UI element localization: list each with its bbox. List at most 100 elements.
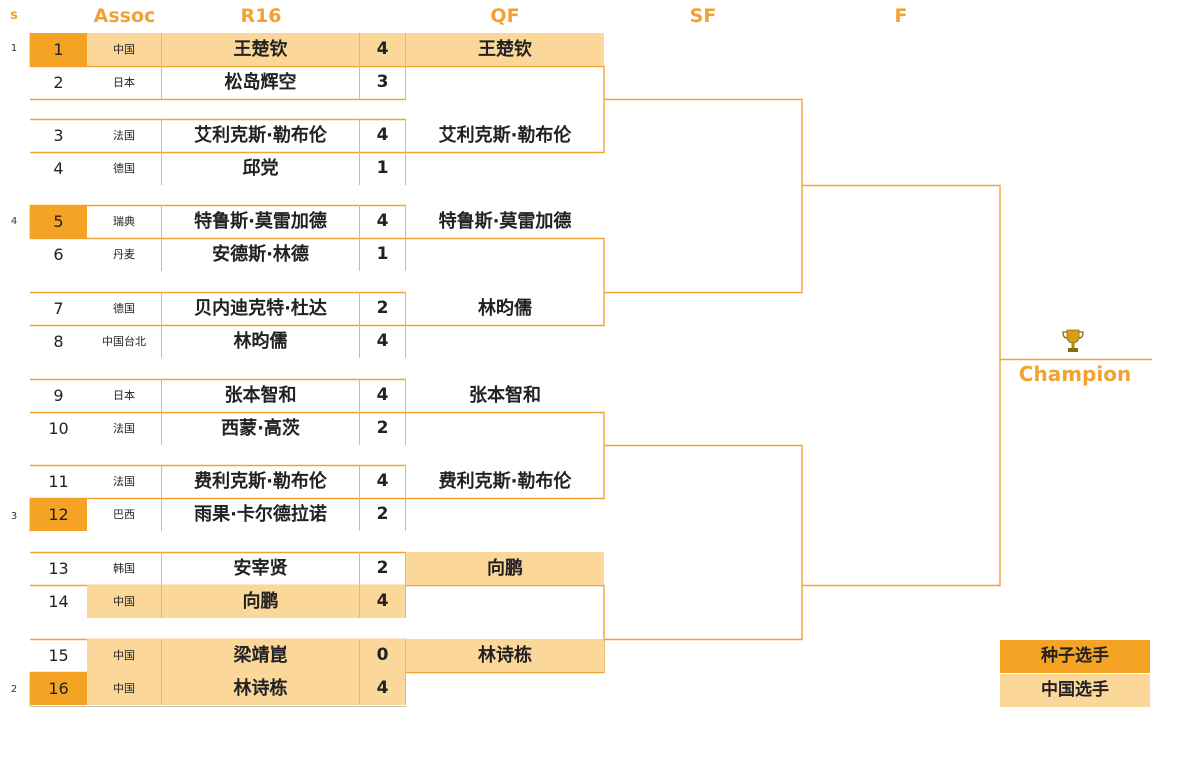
player-assoc: 德国 [87,152,162,185]
seed-mark: 1 [10,43,18,54]
player-assoc: 中国 [87,585,162,618]
player-score: 2 [360,498,406,531]
player-name: 张本智和 [162,379,360,412]
player-score: 1 [360,152,406,185]
seed-number: 13 [48,559,69,578]
seed-number: 1 [30,33,87,66]
seed-number: 16 [30,672,87,705]
player-assoc: 日本 [87,66,162,99]
player-name: 西蒙·高茨 [162,412,360,445]
player-name: 林昀儒 [162,325,360,358]
player-score: 2 [360,552,406,585]
player-score: 3 [360,66,406,99]
player-score: 4 [360,33,406,66]
seed-mark: 4 [10,216,18,227]
player-score: 4 [360,119,406,152]
player-score: 1 [360,238,406,271]
header-qf: QF [490,5,520,27]
qf-winner: 向鹏 [406,552,604,585]
player-assoc: 德国 [87,292,162,325]
player-score: 2 [360,292,406,325]
qf-winner: 林昀儒 [478,298,532,319]
player-score: 4 [360,585,406,618]
header-r16: R16 [240,5,282,27]
champion-label: Champion [1018,362,1132,386]
header-s: s [10,8,18,23]
player-name: 费利克斯·勒布伦 [162,465,360,498]
player-name: 邱党 [162,152,360,185]
seed-number: 2 [53,73,64,92]
player-score: 0 [360,639,406,672]
player-assoc: 日本 [87,379,162,412]
player-name: 梁靖崑 [162,639,360,672]
seed-number: 8 [53,332,64,351]
player-assoc: 韩国 [87,552,162,585]
player-name: 王楚钦 [162,33,360,66]
legend-china: 中国选手 [1000,674,1150,707]
player-score: 2 [360,412,406,445]
player-score: 4 [360,465,406,498]
seed-number: 3 [53,126,64,145]
seed-number: 10 [48,419,69,438]
player-assoc: 法国 [87,412,162,445]
seed-number: 7 [53,299,64,318]
player-assoc: 中国 [87,672,162,705]
player-name: 贝内迪克特·杜达 [162,292,360,325]
player-name: 特鲁斯·莫雷加德 [162,205,360,238]
player-score: 4 [360,325,406,358]
trophy-icon [1062,329,1084,352]
player-score: 4 [360,672,406,705]
player-name: 安德斯·林德 [162,238,360,271]
player-name: 向鹏 [162,585,360,618]
player-assoc: 法国 [87,119,162,152]
seed-number: 15 [48,646,69,665]
player-name: 艾利克斯·勒布伦 [162,119,360,152]
player-assoc: 巴西 [87,498,162,531]
seed-number: 11 [48,472,69,491]
seed-number: 5 [30,205,87,238]
qf-winner: 林诗栋 [406,639,604,672]
qf-winner: 费利克斯·勒布伦 [438,471,572,492]
seed-number: 4 [53,159,64,178]
header-sf: SF [689,5,717,27]
qf-winner: 张本智和 [469,385,541,406]
player-assoc: 瑞典 [87,205,162,238]
player-name: 安宰贤 [162,552,360,585]
player-assoc: 中国台北 [87,325,162,358]
player-assoc: 中国 [87,33,162,66]
qf-winner: 艾利克斯·勒布伦 [438,125,572,146]
player-name: 松岛辉空 [162,66,360,99]
seed-number: 12 [30,498,87,531]
seed-number: 9 [53,386,64,405]
seed-number: 14 [48,592,69,611]
player-score: 4 [360,379,406,412]
player-name: 林诗栋 [162,672,360,705]
header-assoc: Assoc [93,5,156,27]
player-name: 雨果·卡尔德拉诺 [162,498,360,531]
seed-number: 6 [53,245,64,264]
qf-winner: 王楚钦 [406,33,604,66]
player-score: 4 [360,205,406,238]
player-assoc: 丹麦 [87,238,162,271]
seed-mark: 2 [10,684,18,695]
player-assoc: 中国 [87,639,162,672]
player-assoc: 法国 [87,465,162,498]
qf-winner: 特鲁斯·莫雷加德 [438,211,572,232]
legend-seed: 种子选手 [1000,640,1150,673]
seed-mark: 3 [10,511,18,522]
